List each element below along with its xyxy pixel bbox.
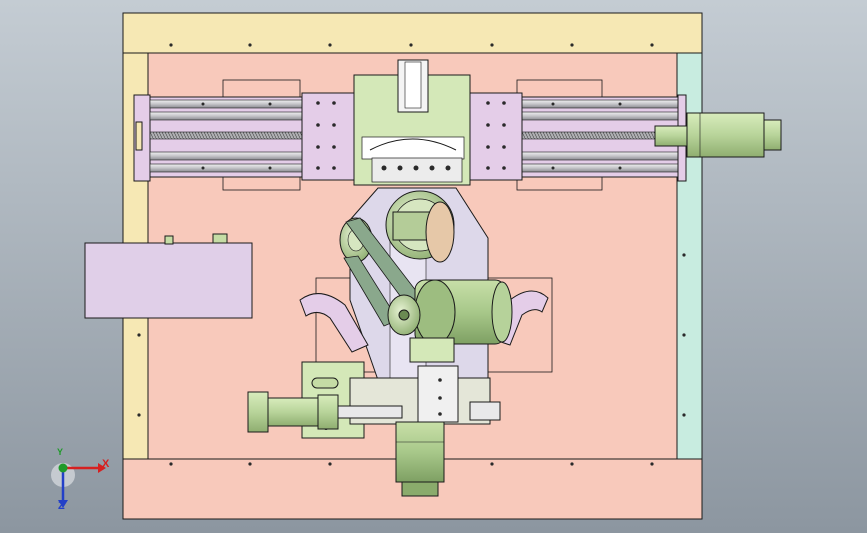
left-linear-slide bbox=[133, 94, 303, 182]
y-axis-label: Y bbox=[57, 447, 64, 457]
center-carriage bbox=[301, 59, 523, 186]
control-box bbox=[84, 233, 253, 319]
pneumatic-cylinder bbox=[247, 391, 501, 433]
x-axis-drive-motor bbox=[654, 112, 782, 158]
triad-axes bbox=[51, 463, 106, 508]
x-axis-label: X bbox=[102, 458, 110, 470]
z-axis-label: Z bbox=[58, 500, 65, 512]
vertical-servo bbox=[395, 421, 445, 497]
spindle-motor bbox=[387, 279, 513, 363]
ball-icon bbox=[58, 463, 68, 473]
upper-pulley-assembly bbox=[339, 190, 455, 263]
